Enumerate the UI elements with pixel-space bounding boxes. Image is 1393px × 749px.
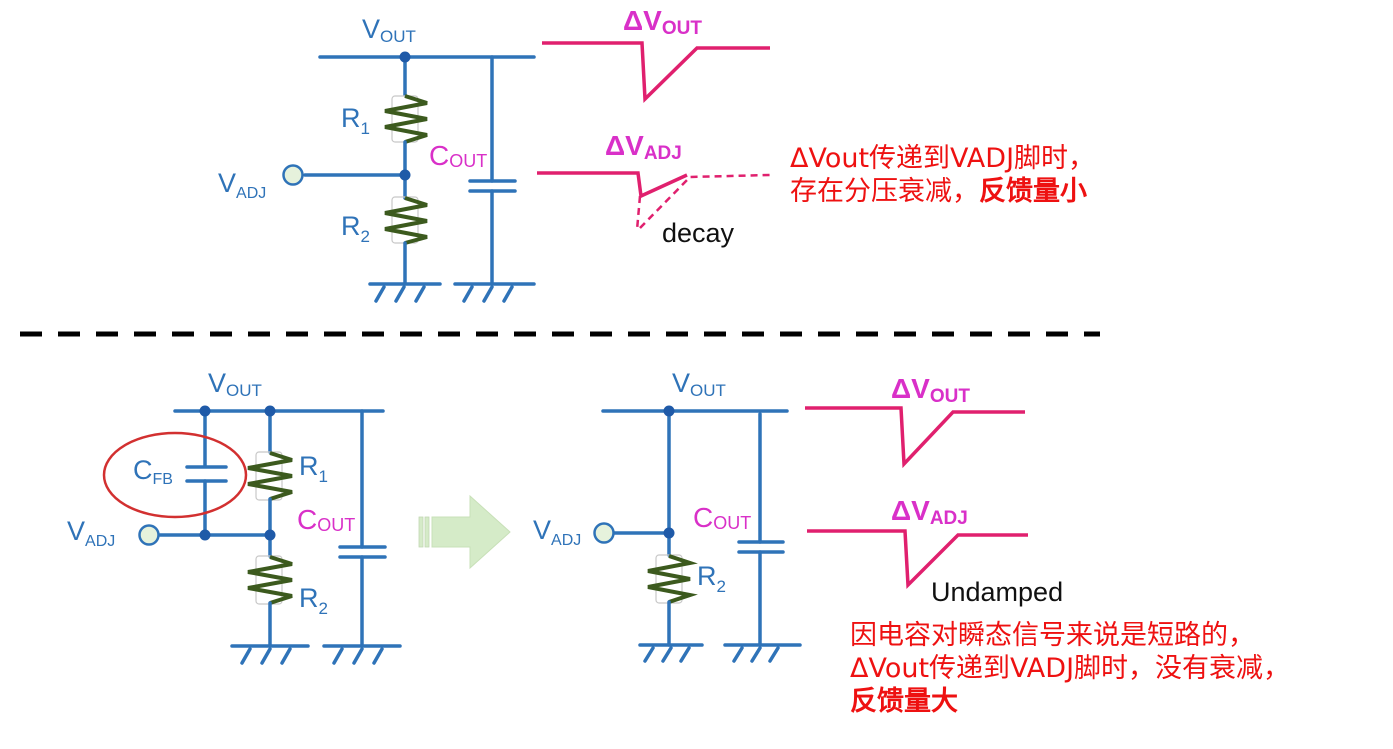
note-emphasis: 反馈量小 [979, 176, 1087, 207]
note-line: 存在分压衰减，反馈量小 [790, 176, 1087, 207]
dvout-label: ΔVOUT [891, 373, 970, 407]
r2-outline [255, 555, 283, 605]
dvadj-ideal-dashed [635, 195, 642, 231]
decay-annotation: decay [660, 218, 737, 249]
dvadj-ideal-dashed [639, 173, 771, 229]
r2-label: R2 [341, 211, 370, 246]
ground-icon [322, 644, 402, 665]
vout-label: VOUT [672, 368, 726, 400]
undamped-annotation: Undamped [929, 577, 1066, 608]
r2-resistor [247, 555, 293, 605]
junction-dot [264, 405, 276, 417]
dvout-label: ΔVOUT [623, 5, 702, 39]
r2-label: R2 [697, 561, 726, 596]
junction-dot [264, 529, 276, 541]
junction-dot [199, 405, 211, 417]
vadj-terminal [138, 524, 160, 546]
cfb-highlight-ellipse [102, 431, 248, 519]
junction-dot [399, 51, 411, 63]
dvadj-label: ΔVADJ [605, 130, 682, 164]
r1-label: R1 [341, 103, 370, 138]
ground-icon [453, 282, 536, 303]
cfb-label: CFB [133, 455, 173, 488]
r2-label: R2 [299, 583, 328, 618]
r1-outline [255, 451, 283, 501]
dvout-waveform [805, 406, 1025, 469]
junction-dot [399, 169, 411, 181]
vout-label: VOUT [208, 368, 262, 400]
junction-dot [663, 405, 675, 417]
cout-label: COUT [297, 504, 355, 535]
dvadj-label: ΔVADJ [891, 495, 968, 529]
top-circuit: VOUT VADJ R1 R2 COUT [218, 14, 536, 303]
top-waveforms: ΔVOUT ΔVADJ [537, 5, 771, 231]
vadj-label: VADJ [67, 516, 115, 550]
dvadj-waveform [807, 529, 1028, 590]
bottom-waveforms: ΔVOUT ΔVADJ [805, 373, 1028, 590]
r2-resistor [647, 554, 698, 604]
ground-icon [723, 643, 802, 663]
note-line: 因电容对瞬态信号来说是短路的， [850, 620, 1255, 651]
bottom-explanation-note: 因电容对瞬态信号来说是短路的， ΔVout传递到VADJ脚时，没有衰减， 反馈量… [850, 619, 1290, 718]
r2-outline [655, 554, 683, 604]
r2-resistor [384, 196, 428, 245]
r1-outline [391, 95, 419, 143]
junction-dot [663, 527, 675, 539]
vadj-label: VADJ [533, 515, 581, 549]
r1-label: R1 [299, 451, 328, 486]
vout-label: VOUT [362, 14, 416, 46]
cout-label: COUT [429, 140, 487, 171]
note-line: 反馈量大 [850, 685, 1290, 718]
equivalent-circuit: VOUT VADJ R2 COUT [533, 368, 802, 663]
dvout-waveform [542, 41, 770, 103]
dvadj-waveform [537, 171, 688, 199]
r1-resistor [247, 451, 293, 501]
ground-icon [230, 644, 310, 665]
vadj-terminal [593, 522, 615, 544]
junction-dot [199, 529, 211, 541]
note-line: ΔVout传递到VADJ脚时， [790, 143, 1096, 174]
note-line: ΔVout传递到VADJ脚时，没有衰减， [850, 653, 1291, 684]
bottom-left-circuit: VOUT VADJ CFB R1 R2 COUT [67, 368, 402, 665]
cout-label: COUT [693, 502, 751, 533]
ground-icon [368, 282, 442, 303]
right-arrow-icon [418, 494, 511, 570]
vadj-terminal [282, 164, 304, 186]
vadj-label: VADJ [218, 168, 266, 202]
top-explanation-note: ΔVout传递到VADJ脚时， 存在分压衰减，反馈量小 [790, 142, 1095, 208]
r1-resistor [384, 94, 428, 144]
note-emphasis: 反馈量大 [850, 686, 958, 717]
ground-icon [638, 643, 704, 663]
